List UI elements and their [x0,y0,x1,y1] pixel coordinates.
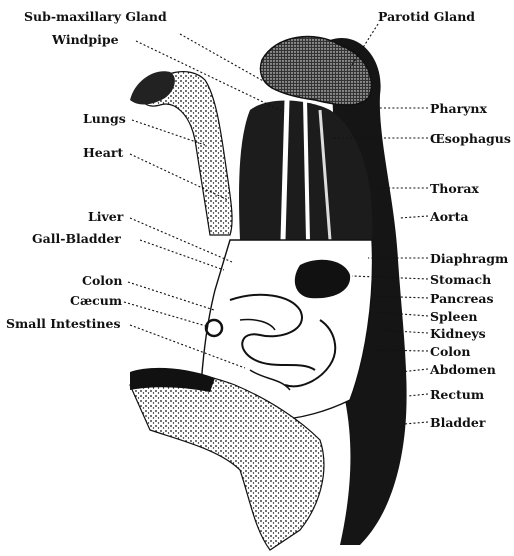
leader-kidneys [378,330,428,333]
leader-colon-right [372,350,428,351]
label-liver: Liver [88,210,123,224]
leader-sub-maxillary-gland [180,34,265,82]
leader-lungs [132,120,205,145]
label-stomach: Stomach [430,273,491,287]
label-lungs: Lungs [83,112,126,126]
leader-parotid-gland [350,24,378,68]
leader-small-intestines [130,325,245,368]
leader-stomach [352,276,428,279]
label-parotid-gland: Parotid Gland [378,10,475,24]
leader-abdomen [400,369,428,372]
label-rectum: Rectum [430,388,484,402]
label-heart: Heart [83,146,123,160]
label-oesophagus: Œsophagus [430,132,511,146]
label-colon-right: Colon [430,345,470,359]
leader-gall-bladder [140,240,224,270]
label-gall-bladder: Gall-Bladder [32,232,121,246]
label-spleen: Spleen [430,310,478,324]
leader-liver [130,218,232,262]
label-pharynx: Pharynx [430,102,487,116]
label-abdomen: Abdomen [430,363,496,377]
label-caecum: Cæcum [70,294,122,308]
leader-aorta [400,216,428,218]
leader-windpipe [136,41,284,112]
leader-rectum [408,394,428,396]
label-aorta: Aorta [430,210,469,224]
label-colon: Colon [82,274,122,288]
label-thorax: Thorax [430,182,479,196]
label-small-intestines: Small Intestines [6,317,121,331]
label-pancreas: Pancreas [430,292,494,306]
leader-colon [128,282,214,310]
label-windpipe: Windpipe [52,33,119,47]
leader-heart [130,154,228,200]
label-sub-maxillary-gland: Sub-maxillary Gland [24,10,167,24]
leader-spleen [376,312,428,316]
label-bladder: Bladder [430,416,485,430]
leader-caecum [124,302,206,326]
leader-bladder [404,422,428,424]
label-diaphragm: Diaphragm [430,252,508,266]
leader-pancreas [372,296,428,298]
label-kidneys: Kidneys [430,327,486,341]
